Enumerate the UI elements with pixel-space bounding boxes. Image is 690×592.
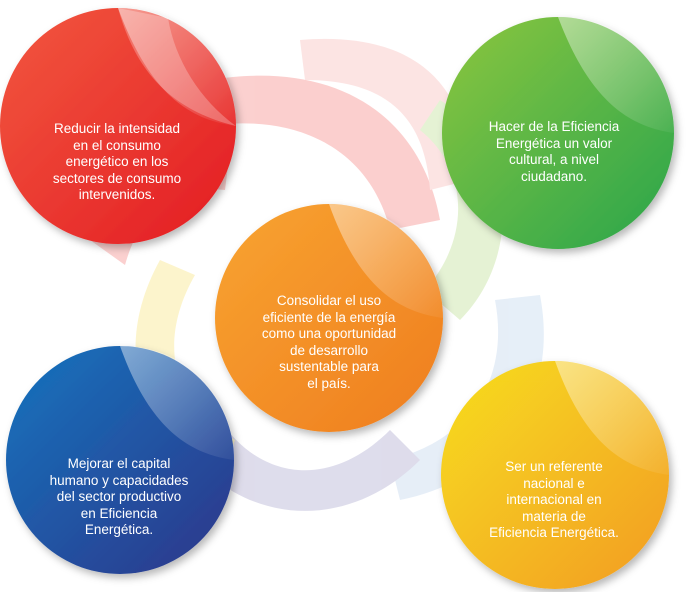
text-blue: Mejorar el capital humano y capacidades … <box>49 456 189 537</box>
swirl-petal-red <box>210 75 440 230</box>
page-curl-blue <box>120 346 234 460</box>
swirl-petal-lightblue <box>390 295 544 500</box>
swirl-petal-purple <box>180 420 420 511</box>
page-curl-yellow <box>555 361 669 475</box>
page-curl-orange <box>329 204 443 318</box>
text-green: Hacer de la Eficiencia Energética un val… <box>488 119 620 184</box>
text-red: Reducir la intensidad en el consumo ener… <box>52 121 182 202</box>
swirl-petal-pink <box>300 38 470 190</box>
text-yellow: Ser un referente nacional e internaciona… <box>489 459 619 540</box>
text-orange: Consolidar el uso eficiente de la energí… <box>261 293 397 391</box>
page-curl-red <box>118 8 236 126</box>
page-curl-fold-red <box>118 8 236 126</box>
page-curl-green <box>558 17 674 133</box>
